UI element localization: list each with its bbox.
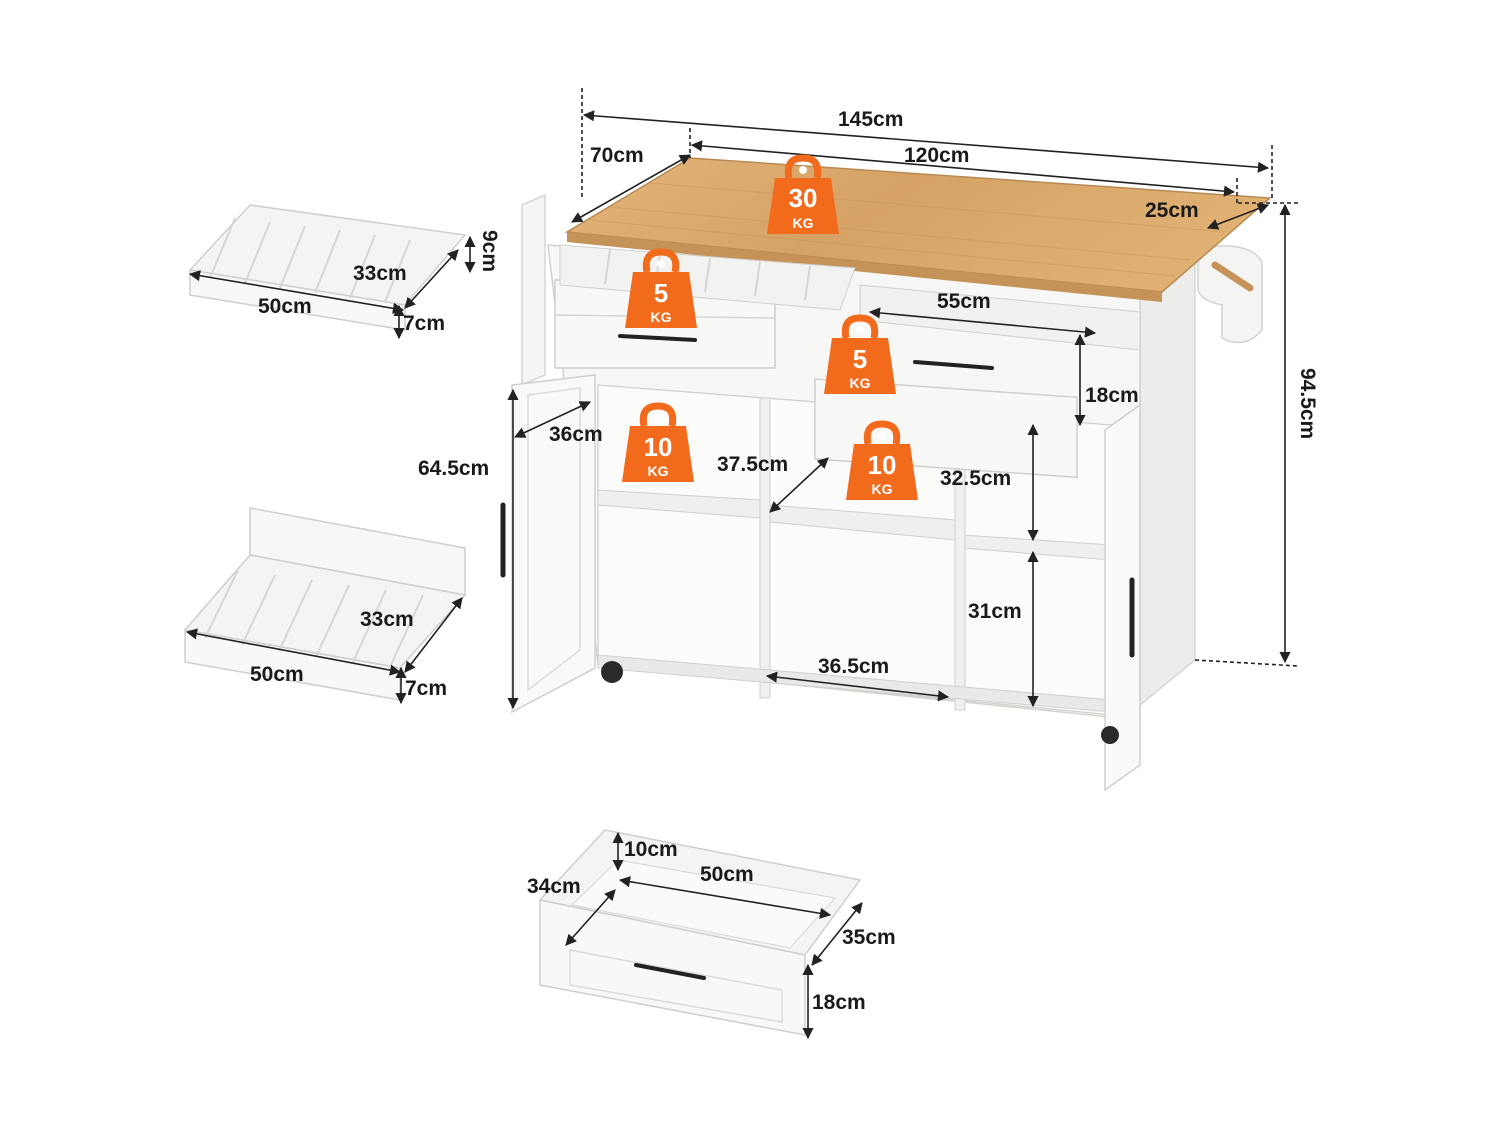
- label-upper-compartment: 32.5cm: [940, 467, 1012, 490]
- weight-badge-left-shelf: 10 KG: [622, 402, 694, 482]
- label-organizer-top-inner: 33cm: [353, 262, 407, 285]
- right-drawer-handle[interactable]: [913, 360, 994, 370]
- label-deep-drawer-depth-right: 35cm: [842, 926, 896, 949]
- label-depth: 70cm: [590, 144, 644, 167]
- island-left-rack: [521, 193, 546, 387]
- right-door[interactable]: [1104, 403, 1141, 792]
- organizer-tray-middle: [183, 507, 467, 701]
- label-lower-compartment: 31cm: [968, 600, 1022, 623]
- svg-text:5: 5: [853, 344, 867, 374]
- caster-wheel-left: [601, 661, 623, 683]
- svg-text:KG: KG: [648, 463, 669, 479]
- label-total-width: 145cm: [838, 108, 904, 131]
- left-drawer-handle[interactable]: [618, 334, 697, 342]
- deep-drawer-handle[interactable]: [634, 963, 706, 980]
- svg-text:KG: KG: [850, 375, 871, 391]
- label-top-width: 120cm: [904, 144, 970, 167]
- svg-text:5: 5: [654, 278, 668, 308]
- label-shelf-depth: 37.5cm: [717, 453, 789, 476]
- svg-text:10: 10: [644, 432, 673, 462]
- svg-text:KG: KG: [651, 309, 672, 325]
- label-deep-drawer-inner-height: 10cm: [624, 838, 678, 861]
- label-organizer-top-depth: 9cm: [478, 230, 501, 273]
- label-door-width: 36cm: [549, 423, 603, 446]
- label-deep-drawer-height: 18cm: [812, 991, 866, 1014]
- label-deep-drawer-width: 50cm: [700, 863, 754, 886]
- label-organizer-middle-inner: 33cm: [360, 608, 414, 631]
- label-overhang: 25cm: [1145, 199, 1199, 222]
- dimension-lines: [185, 88, 1299, 1040]
- label-bottom-width: 36.5cm: [818, 655, 890, 678]
- label-cabinet-height: 64.5cm: [418, 457, 490, 480]
- weight-badge-right-drawer: 5 KG: [824, 314, 896, 394]
- label-height: 94.5cm: [1296, 368, 1319, 440]
- weight-badge-countertop: 30 KG: [767, 154, 839, 234]
- svg-text:KG: KG: [793, 215, 814, 231]
- svg-text:30: 30: [789, 183, 818, 213]
- divider-1: [759, 397, 771, 699]
- weight-badge-left-drawer: 5 KG: [625, 248, 697, 328]
- svg-text:KG: KG: [872, 481, 893, 497]
- label-organizer-top-height: 7cm: [403, 312, 446, 335]
- svg-text:10: 10: [868, 450, 897, 480]
- caster-wheel-right: [1101, 726, 1119, 744]
- label-organizer-middle-height: 7cm: [405, 677, 448, 700]
- label-deep-drawer-depth-left: 34cm: [527, 875, 581, 898]
- label-drawer-height: 18cm: [1085, 384, 1139, 407]
- countertop-edge: [567, 232, 1162, 302]
- label-organizer-top-length: 50cm: [258, 295, 312, 318]
- weight-badge-middle-shelf: 10 KG: [846, 420, 918, 500]
- island-right-side: [1139, 260, 1196, 707]
- label-organizer-middle-length: 50cm: [250, 663, 304, 686]
- towel-bar: [1197, 245, 1263, 344]
- label-drawer-width: 55cm: [937, 290, 991, 313]
